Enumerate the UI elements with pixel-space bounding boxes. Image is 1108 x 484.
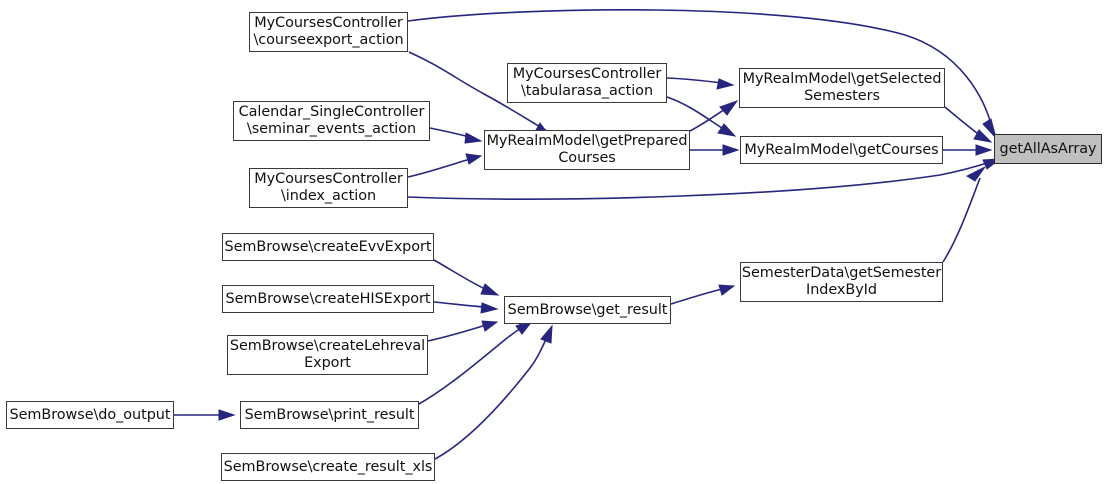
edge-line [427, 324, 487, 342]
node-label: Calendar_SingleController \seminar_event… [238, 104, 425, 137]
edge-getPreparedCourses-to-getSelectedSemesters [689, 100, 739, 132]
edge-line [429, 127, 471, 138]
node-label: SemBrowse\createHISExport [225, 290, 431, 307]
edge-seminar_events_action-to-getPreparedCourses [429, 127, 483, 144]
edge-do_output-to-print_result [174, 409, 236, 421]
edge-line [433, 301, 486, 308]
arrowhead-icon [973, 129, 993, 143]
node-label: MyCoursesController \courseexport_action [253, 15, 404, 48]
node-label: MyCoursesController \index_action [254, 171, 403, 204]
node-createEvvExport[interactable]: SemBrowse\createEvvExport [222, 233, 434, 261]
arrowhead-icon [465, 153, 483, 165]
arrowhead-icon [982, 118, 997, 139]
node-print_result[interactable]: SemBrowse\print_result [240, 401, 419, 429]
edge-tabularasa_action-to-getCourses [666, 96, 737, 137]
edge-courseexport_action-to-getAllAsArray [407, 9, 997, 139]
arrowhead-icon [975, 144, 993, 156]
edge-createLehrevalExport-to-get_result [427, 320, 499, 342]
edge-line [670, 288, 723, 305]
edge-createHISExport-to-get_result [433, 301, 499, 314]
edge-createEvvExport-to-get_result [433, 259, 500, 296]
node-label: MyRealmModel\getPrepared Courses [486, 133, 688, 166]
arrowhead-icon [719, 100, 739, 116]
edge-line [433, 259, 488, 291]
edge-tabularasa_action-to-getSelectedSemesters [666, 77, 735, 90]
edge-getPreparedCourses-to-getCourses [689, 144, 740, 156]
edge-line [434, 336, 548, 460]
arrowhead-icon [965, 166, 986, 182]
arrowhead-icon [464, 132, 483, 144]
arrowhead-icon [718, 284, 736, 296]
edge-get_result-to-getSemesterIndexById [670, 284, 736, 305]
edge-getSemesterIndexById-to-getAllAsArray [942, 166, 986, 263]
edge-line [407, 161, 991, 200]
edge-getCourses-to-getAllAsArray [942, 144, 993, 156]
edge-create_result_xls-to-get_result [434, 324, 553, 460]
edge-line [407, 9, 993, 129]
node-seminar_events_action[interactable]: Calendar_SingleController \seminar_event… [233, 101, 430, 141]
node-get_result[interactable]: SemBrowse\get_result [504, 296, 671, 324]
node-tabularasa_action[interactable]: MyCoursesController \tabularasa_action [507, 63, 667, 103]
node-label: SemBrowse\print_result [244, 406, 415, 423]
arrowhead-icon [722, 144, 740, 156]
arrowhead-icon [717, 123, 737, 137]
node-createLehrevalExport[interactable]: SemBrowse\createLehreval Export [227, 335, 428, 375]
edge-line [942, 177, 981, 263]
node-courseexport_action[interactable]: MyCoursesController \courseexport_action [249, 12, 408, 52]
edge-print_result-to-get_result [418, 318, 535, 405]
edge-line [418, 325, 525, 405]
node-label: getAllAsArray [999, 140, 1097, 157]
edge-getSelectedSemesters-to-getAllAsArray [944, 106, 993, 143]
node-label: SemBrowse\do_output [9, 406, 171, 423]
arrowhead-icon [481, 320, 499, 332]
arrowhead-icon [480, 283, 500, 296]
node-label: SemesterData\getSemester IndexById [741, 265, 942, 298]
node-label: SemBrowse\get_result [507, 301, 668, 318]
node-label: MyRealmModel\getSelected Semesters [742, 71, 942, 104]
edge-line [944, 106, 982, 137]
arrowhead-icon [480, 302, 499, 314]
node-label: SemBrowse\create_result_xls [223, 458, 433, 475]
arrowhead-icon [540, 324, 553, 344]
edge-line [408, 51, 548, 132]
node-label: MyRealmModel\getCourses [744, 141, 939, 158]
node-getAllAsArray[interactable]: getAllAsArray [994, 134, 1102, 164]
edge-line [407, 158, 471, 178]
arrowhead-icon [716, 78, 735, 90]
node-getSelectedSemesters[interactable]: MyRealmModel\getSelected Semesters [739, 68, 945, 108]
node-index_action[interactable]: MyCoursesController \index_action [249, 168, 408, 208]
arrowhead-icon [218, 409, 236, 421]
node-label: SemBrowse\createEvvExport [224, 238, 432, 255]
node-getPreparedCourses[interactable]: MyRealmModel\getPrepared Courses [484, 130, 690, 170]
edge-index_action-to-getPreparedCourses [407, 153, 483, 178]
node-create_result_xls[interactable]: SemBrowse\create_result_xls [221, 453, 435, 481]
node-getCourses[interactable]: MyRealmModel\getCourses [740, 136, 943, 164]
node-createHISExport[interactable]: SemBrowse\createHISExport [222, 285, 434, 313]
node-do_output[interactable]: SemBrowse\do_output [6, 401, 174, 429]
node-getSemesterIndexById[interactable]: SemesterData\getSemester IndexById [740, 262, 943, 302]
edge-line [666, 96, 726, 131]
node-label: MyCoursesController \tabularasa_action [512, 66, 662, 99]
node-label: SemBrowse\createLehreval Export [229, 338, 426, 371]
edge-line [666, 77, 723, 84]
